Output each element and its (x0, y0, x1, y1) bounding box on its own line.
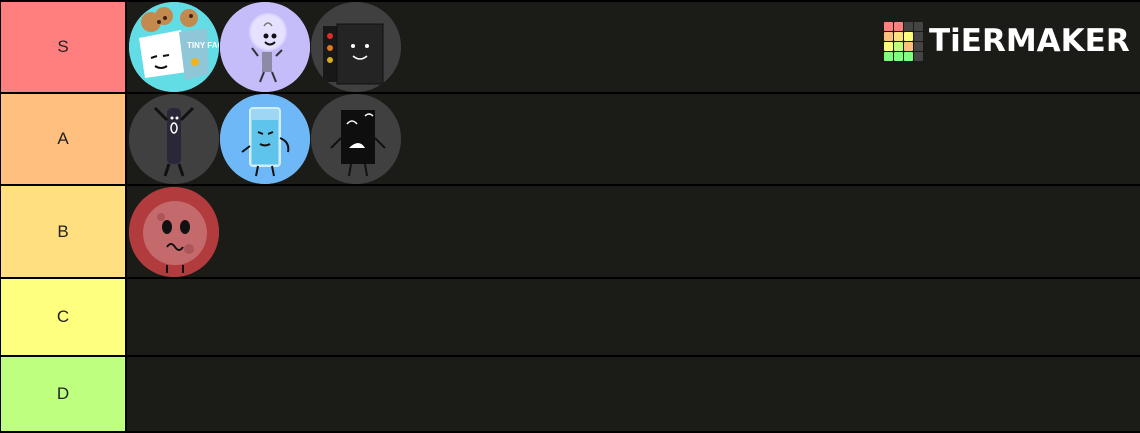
white-bubble-icon (220, 2, 310, 92)
tier-item-tiny-facts-bag[interactable]: TINY FACTS (129, 2, 219, 92)
logo-grid-cell (884, 31, 893, 41)
tier-row-d: D (0, 357, 1140, 433)
logo-grid-cell (894, 41, 903, 51)
logo-grid-cell (914, 51, 923, 61)
tier-items-d[interactable] (127, 357, 1140, 431)
tier-item-dark-stick[interactable] (129, 94, 219, 184)
logo-grid-cell (904, 21, 913, 31)
logo-grid-cell (904, 51, 913, 61)
logo-grid-cell (894, 21, 903, 31)
logo-grid-cell (914, 41, 923, 51)
logo-grid-cell (914, 31, 923, 41)
tier-items-c[interactable] (127, 279, 1140, 355)
tier-item-dark-phone[interactable] (311, 94, 401, 184)
dark-phone-icon (311, 94, 401, 184)
tier-items-s[interactable]: TINY FACTS (127, 2, 1140, 92)
tier-row-s: S TINY FACTS (0, 0, 1140, 94)
tiermaker-wordmark: TiERMAKER (929, 23, 1130, 59)
dark-stick-icon (129, 94, 219, 184)
logo-grid-cell (894, 31, 903, 41)
tier-item-water-glass[interactable] (220, 94, 310, 184)
tier-item-white-bubble[interactable] (220, 2, 310, 92)
logo-grid-cell (914, 21, 923, 31)
tier-row-c: C (0, 279, 1140, 357)
tiermaker-logo: TiERMAKER (884, 20, 1130, 62)
logo-grid-cell (894, 51, 903, 61)
tier-label-s[interactable]: S (0, 2, 127, 92)
logo-grid-cell (904, 31, 913, 41)
tier-label-a[interactable]: A (0, 94, 127, 184)
tier-row-b: B (0, 186, 1140, 279)
tiny-facts-bag-icon: TINY FACTS (129, 2, 219, 92)
tier-label-d[interactable]: D (0, 357, 127, 431)
logo-grid-cell (904, 41, 913, 51)
tiny-facts-label: TINY FACTS (187, 41, 219, 50)
tier-item-red-blob[interactable] (129, 186, 219, 277)
tiermaker-grid-icon (884, 21, 923, 61)
logo-grid-cell (884, 51, 893, 61)
tier-item-dark-device[interactable] (311, 2, 401, 92)
tier-items-a[interactable] (127, 94, 1140, 184)
tier-row-a: A (0, 94, 1140, 186)
dark-device-icon (311, 2, 401, 92)
tier-label-b[interactable]: B (0, 186, 127, 277)
tier-label-c[interactable]: C (0, 279, 127, 355)
water-glass-icon (220, 94, 310, 184)
logo-grid-cell (884, 21, 893, 31)
tier-items-b[interactable] (127, 186, 1140, 277)
red-blob-icon (129, 186, 219, 277)
logo-grid-cell (884, 41, 893, 51)
